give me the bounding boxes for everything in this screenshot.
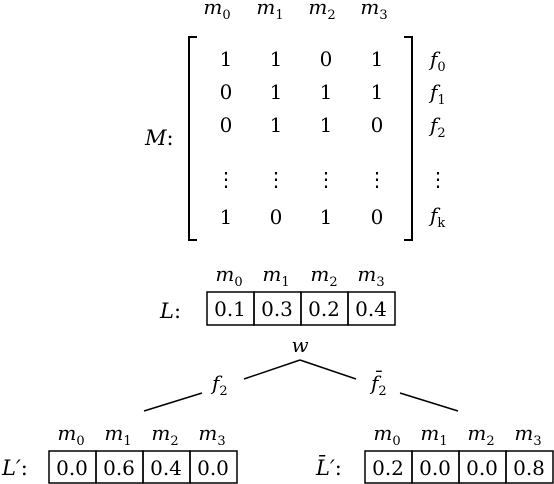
matrix-row-label-0: f0 [428, 47, 446, 75]
vector-l-bar-prime-values: 0.2 0.0 0.0 0.8 [372, 456, 545, 480]
matrix-right-bracket [404, 36, 413, 241]
tree-edge-right-lower [399, 392, 459, 412]
matrix-cell: ⋮ [367, 167, 387, 191]
matrix-cell: 1 [371, 47, 384, 71]
vector-l-bar-prime-header-3: m3 [514, 421, 541, 449]
matrix-cell: 0 [320, 47, 333, 71]
vector-l-prime-headers: m0 m1 m2 m3 [57, 421, 225, 449]
vector-l-bar-prime-header-2: m2 [467, 421, 494, 449]
split-tree: w f2 f̄2 [143, 333, 459, 412]
vector-l-headers: m0 m1 m2 m3 [215, 262, 384, 290]
vector-l-prime-value: 0.6 [103, 456, 135, 480]
matrix-row-label-1: f1 [428, 80, 446, 108]
vector-l-bar-prime: m0 m1 m2 m3 L̄′: 0.2 0.0 0.0 0.8 [315, 421, 554, 484]
matrix-row-label-4: fk [428, 203, 445, 231]
tree-edge-left-upper [243, 359, 301, 380]
matrix-cell: 0 [371, 205, 384, 229]
matrix-cell: 0 [371, 113, 384, 137]
matrix-cell: 0 [220, 80, 233, 104]
matrix-column-headers: m0 m1 m2 m3 [203, 0, 387, 23]
vector-l-header-2: m2 [310, 262, 337, 290]
vector-l-bar-prime-headers: m0 m1 m2 m3 [373, 421, 541, 449]
vector-l-prime-header-3: m3 [198, 421, 225, 449]
tree-root-label: w [291, 333, 308, 357]
matrix-col-header-1: m1 [256, 0, 283, 23]
matrix-cell: ⋮ [316, 167, 336, 191]
matrix-cell: 1 [320, 113, 333, 137]
matrix-cell: 1 [371, 80, 384, 104]
vector-l-bar-prime-header-1: m1 [420, 421, 447, 449]
matrix-cell: 0 [270, 205, 283, 229]
matrix-cell: ⋮ [216, 167, 236, 191]
vector-l-prime: m0 m1 m2 m3 L′: 0.0 0.6 0.4 0.0 [1, 421, 238, 484]
vector-l-prime-value: 0.4 [150, 456, 182, 480]
matrix-left-bracket [188, 36, 197, 241]
vector-l-bar-prime-value: 0.8 [513, 456, 545, 480]
matrix-col-header-3: m3 [360, 0, 387, 23]
matrix-cell: 1 [320, 80, 333, 104]
matrix-label: M: [144, 126, 174, 150]
vector-l-prime-value: 0.0 [56, 456, 88, 480]
matrix-cell: 1 [270, 47, 283, 71]
vector-l-prime-cell-box [189, 450, 238, 484]
vector-l-prime-header-1: m1 [104, 421, 131, 449]
vector-l-bar-prime-value: 0.2 [372, 456, 404, 480]
vector-l-value: 0.2 [308, 297, 340, 321]
vector-l-bar-prime-header-0: m0 [373, 421, 400, 449]
matrix-cell: 0 [220, 113, 233, 137]
vector-l-value: 0.1 [214, 297, 246, 321]
matrix-cell: 1 [270, 113, 283, 137]
matrix-col-header-2: m2 [308, 0, 335, 23]
matrix-m: m0 m1 m2 m3 M: 1 1 0 1 0 1 1 1 0 1 1 0 ⋮… [144, 0, 448, 241]
matrix-row-label-2: f2 [428, 113, 446, 141]
vector-l-value: 0.3 [261, 297, 293, 321]
vector-l: m0 m1 m2 m3 L: 0.1 0.3 0.2 0.4 [159, 262, 396, 326]
matrix-col-header-0: m0 [203, 0, 230, 23]
vector-l-prime-value: 0.0 [197, 456, 229, 480]
matrix-cells: 1 1 0 1 0 1 1 1 0 1 1 0 ⋮ ⋮ ⋮ ⋮ 1 0 1 0 [216, 47, 387, 229]
tree-edge-left-lower [143, 392, 203, 412]
matrix-cell: 1 [270, 80, 283, 104]
matrix-cell: ⋮ [266, 167, 286, 191]
tree-edge-right-upper [299, 359, 357, 380]
vector-l-header-3: m3 [357, 262, 384, 290]
vector-l-label: L: [159, 299, 181, 323]
tree-left-branch-label: f2 [210, 371, 228, 399]
vector-l-boxes [206, 291, 396, 326]
vector-l-prime-header-2: m2 [151, 421, 178, 449]
vector-l-header-0: m0 [215, 262, 242, 290]
vector-l-header-1: m1 [262, 262, 289, 290]
matrix-cell: 1 [220, 47, 233, 71]
vector-l-prime-label: L′: [1, 456, 28, 480]
vector-l-prime-header-0: m0 [57, 421, 84, 449]
vector-l-prime-values: 0.0 0.6 0.4 0.0 [56, 456, 229, 480]
vector-l-bar-prime-value: 0.0 [419, 456, 451, 480]
matrix-cell: 1 [320, 205, 333, 229]
matrix-cell: 1 [220, 205, 233, 229]
vector-l-prime-boxes [48, 450, 238, 484]
vector-l-bar-prime-value: 0.0 [466, 456, 498, 480]
vector-l-value: 0.4 [355, 297, 387, 321]
vector-l-cell-box [347, 291, 396, 326]
vector-l-bar-prime-boxes [364, 450, 554, 484]
matrix-row-label-3: ⋮ [428, 167, 448, 191]
vector-l-values: 0.1 0.3 0.2 0.4 [214, 297, 387, 321]
matrix-row-labels: f0 f1 f2 ⋮ fk [428, 47, 448, 231]
vector-l-bar-prime-cell-box [505, 450, 554, 484]
tree-right-branch-label: f̄2 [369, 370, 387, 399]
vector-l-bar-prime-label: L̄′: [315, 455, 342, 480]
